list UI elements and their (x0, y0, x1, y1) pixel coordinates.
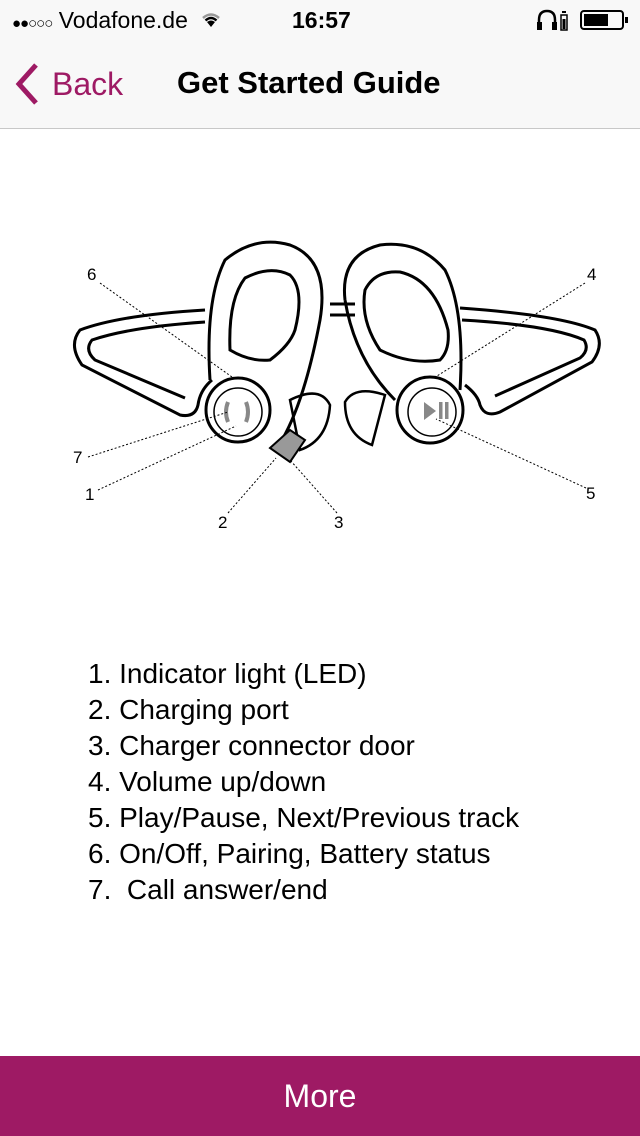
wifi-icon (202, 13, 221, 27)
headphones-icon (537, 9, 568, 31)
parts-legend: 1. Indicator light (LED) 2. Charging por… (88, 656, 519, 908)
callout-7: 7 (73, 448, 82, 467)
status-bar: ●●○○○ Vodafone.de 16:57 (0, 0, 640, 40)
callout-6: 6 (87, 265, 96, 284)
legend-item: 6. On/Off, Pairing, Battery status (88, 838, 491, 869)
back-label: Back (52, 65, 124, 102)
callout-3: 3 (334, 513, 343, 532)
callout-1: 1 (85, 485, 94, 504)
carrier: ●●○○○ Vodafone.de (12, 7, 222, 34)
callout-4: 4 (587, 265, 596, 284)
signal-icon: ●●○○○ (12, 15, 53, 32)
legend-item: 5. Play/Pause, Next/Previous track (88, 802, 520, 833)
navigation-bar: Back Get Started Guide (0, 40, 640, 129)
legend-item: 2. Charging port (88, 694, 289, 725)
legend-item: 7. Call answer/end (88, 874, 328, 905)
page-title: Get Started Guide (177, 65, 441, 100)
legend-item: 1. Indicator light (LED) (88, 658, 367, 689)
chevron-left-icon (15, 63, 38, 105)
callout-2: 2 (218, 513, 227, 532)
legend-item: 3. Charger connector door (88, 730, 415, 761)
battery-icon (580, 10, 628, 30)
legend-item: 4. Volume up/down (88, 766, 327, 797)
back-button[interactable]: Back (14, 62, 123, 106)
headset-diagram: 6 4 7 1 2 3 5 (73, 240, 601, 532)
clock: 16:57 (292, 7, 351, 33)
more-button[interactable]: More (0, 1056, 640, 1136)
callout-5: 5 (586, 484, 595, 503)
